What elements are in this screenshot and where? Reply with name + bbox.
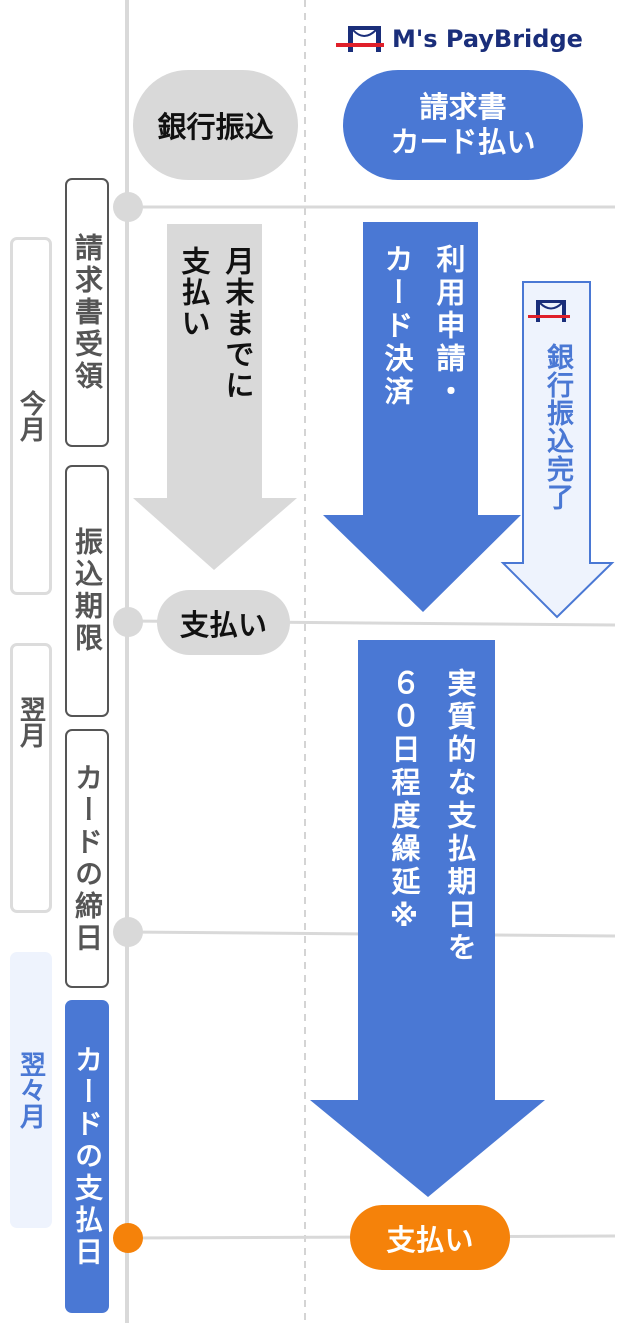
dot-deadline xyxy=(113,607,143,637)
logo-text: M's PayBridge xyxy=(392,25,583,53)
month-this-label: 今月 xyxy=(15,390,46,442)
bank-arrow-line1: 月末までに xyxy=(221,246,255,401)
dot-closing xyxy=(113,917,143,947)
header-bank-transfer-label: 銀行振込 xyxy=(157,110,274,144)
header-invoice-card-line1: 請求書 xyxy=(419,90,507,125)
header-bank-transfer: 銀行振込 xyxy=(133,70,298,180)
deferral-line2: ６０日程度繰延※ xyxy=(387,668,421,937)
ms-paybridge-logo: M's PayBridge xyxy=(336,24,583,54)
month-after-next: 翌々月 xyxy=(10,952,52,1228)
bank-done-arrow xyxy=(500,281,615,619)
card-arrow-line1: 利用申請・ xyxy=(432,244,466,409)
milestone-transfer-deadline-label: 振込期限 xyxy=(71,527,104,655)
deferral-arrow-text: 実質的な支払期日を ６０日程度繰延※ xyxy=(368,668,488,965)
header-invoice-card-line2: カード払い xyxy=(390,125,536,159)
bank-done-text: 銀行振込完了 xyxy=(542,343,573,511)
dot-invoice xyxy=(113,192,143,222)
card-payment-label: 支払い xyxy=(386,1222,474,1257)
card-payment-arrow xyxy=(323,222,521,612)
card-arrow-text: 利用申請・カード決済 xyxy=(367,244,475,409)
bank-transfer-arrow xyxy=(133,224,297,570)
milestone-card-payment: カードの支払日 xyxy=(65,1000,109,1313)
bank-payment-pill: 支払い xyxy=(157,590,290,655)
bridge-logo-icon-small xyxy=(528,300,570,322)
milestone-invoice-received: 請求書受領 xyxy=(65,178,109,447)
header-invoice-card: 請求書 カード払い xyxy=(343,70,583,180)
milestone-invoice-received-label: 請求書受領 xyxy=(71,232,104,393)
milestone-card-closing: カードの締日 xyxy=(65,729,109,988)
card-payment-pill: 支払い xyxy=(350,1205,510,1270)
dot-card-payment xyxy=(113,1223,143,1253)
month-next: 翌月 xyxy=(10,643,52,913)
month-next-label: 翌月 xyxy=(15,696,46,748)
card-arrow-line2: カード決済 xyxy=(380,244,414,409)
month-after-next-label: 翌々月 xyxy=(15,1051,46,1129)
milestone-card-closing-label: カードの締日 xyxy=(71,762,104,955)
bank-arrow-line2: 支払い xyxy=(177,246,211,339)
deferral-arrow xyxy=(310,640,545,1197)
milestone-card-payment-label: カードの支払日 xyxy=(71,1044,104,1269)
month-this: 今月 xyxy=(10,237,52,595)
deferral-line1: 実質的な支払期日を xyxy=(443,668,477,965)
milestone-transfer-deadline: 振込期限 xyxy=(65,465,109,717)
bank-arrow-text: 月末までに支払い xyxy=(170,246,260,401)
bank-payment-label: 支払い xyxy=(179,607,267,642)
bridge-logo-icon xyxy=(336,26,384,52)
